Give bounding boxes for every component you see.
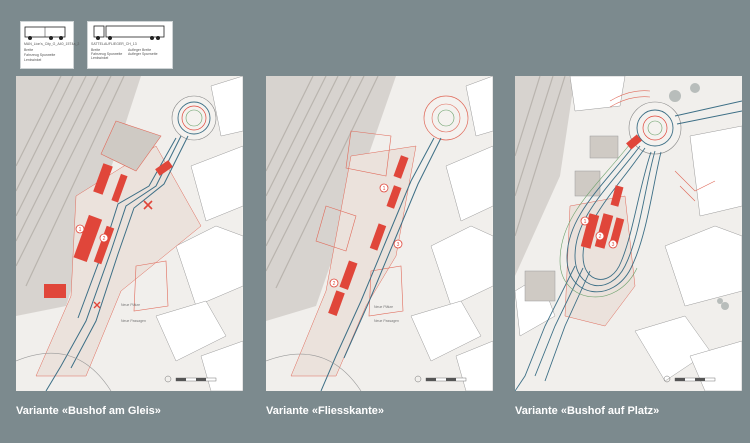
marker-3: 3: [393, 239, 403, 249]
vehicle-legend-truck: SATTELAUFLIEGER_CH_13 Breite Fahrzeug Sp…: [87, 21, 173, 69]
place-label: Neue Passagen: [121, 319, 146, 323]
place-label: Neue Passagen: [374, 319, 399, 323]
marker-2: 2: [329, 278, 339, 288]
marker-1: 1: [580, 216, 590, 226]
marker-number: 2: [103, 236, 106, 242]
plan-panel-bushof-auf-platz: 1 2 3: [515, 76, 742, 391]
marker-number: 1: [79, 227, 82, 233]
place-label: Neue Plätze: [374, 305, 393, 309]
scale-bar: [663, 375, 716, 383]
marker-1: 1: [75, 224, 85, 234]
site-plan-drawing: 1 2 3: [515, 76, 742, 391]
marker-number: 1: [383, 186, 386, 192]
bus-outline-icon: [24, 26, 66, 40]
legend-row: Aufleger Spurweite: [128, 52, 158, 56]
scale-bar: [414, 375, 467, 383]
legend-row: Fahrzeug Spurweite: [24, 53, 56, 57]
place-label: Neue Plätze: [121, 303, 140, 307]
marker-2: 2: [99, 233, 109, 243]
marker-number: 3: [397, 242, 400, 248]
vehicle-legend-bus: MAN_Lion's_City_G_A40_15T4a_2 Breite Fah…: [20, 21, 79, 69]
marker-number: 2: [599, 234, 602, 240]
marker-1: 1: [379, 183, 389, 193]
marker-number: 2: [333, 281, 336, 287]
legend-row: Lenkwinkel: [24, 58, 42, 62]
legend-row: Fahrzeug Spurweite: [91, 52, 123, 56]
caption-fliesskante: Variante «Fliesskante»: [266, 405, 385, 417]
legend-row: Aufleger Breite: [128, 48, 152, 52]
vehicle-label: SATTELAUFLIEGER_CH_13: [91, 42, 137, 46]
marker-number: 3: [612, 242, 615, 248]
plan-panel-fliesskante: 1 2 3 Neue Plätze Neue Passagen: [266, 76, 493, 391]
legend-row: Lenkwinkel: [91, 56, 109, 60]
north-arrow-icon: [164, 375, 172, 383]
caption-bushof-auf-platz: Variante «Bushof auf Platz»: [515, 405, 660, 417]
scale-bar: [164, 375, 217, 383]
marker-3: 3: [608, 239, 618, 249]
north-arrow-icon: [414, 375, 422, 383]
site-plan-drawing: 1 2 Neue Plätze Neue Passagen: [16, 76, 243, 391]
marker-number: 1: [584, 219, 587, 225]
plan-panel-bushof-am-gleis: 1 2 Neue Plätze Neue Passagen: [16, 76, 243, 391]
north-arrow-icon: [663, 375, 671, 383]
caption-bushof-am-gleis: Variante «Bushof am Gleis»: [16, 405, 161, 417]
site-plan-drawing: 1 2 3 Neue Plätze Neue Passagen: [266, 76, 493, 391]
legend-row: Breite: [91, 48, 101, 52]
vehicle-label: MAN_Lion's_City_G_A40_15T4a_2: [24, 42, 80, 46]
truck-outline-icon: [93, 25, 165, 40]
legend-row: Breite: [24, 48, 34, 52]
marker-2: 2: [595, 231, 605, 241]
